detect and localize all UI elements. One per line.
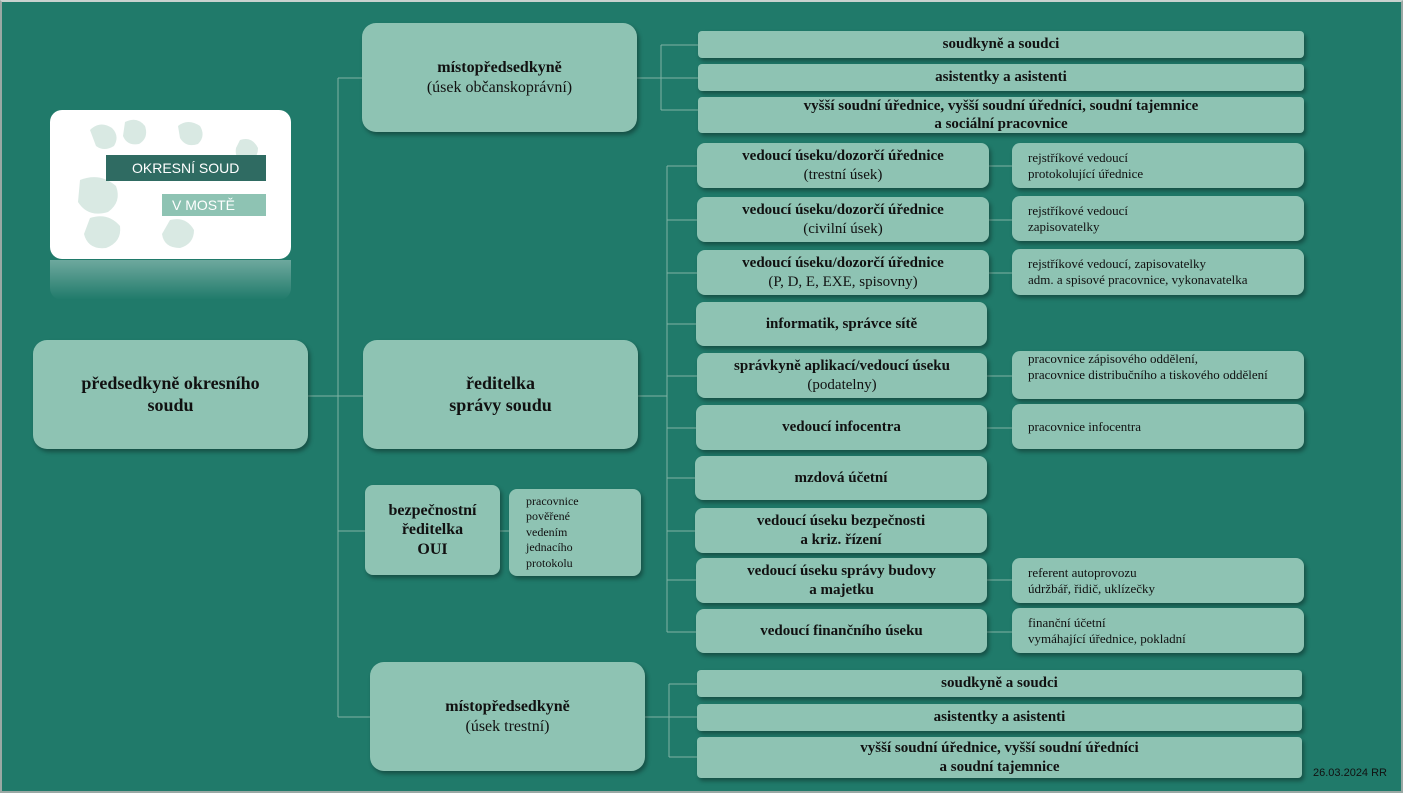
unit-title: vedoucí infocentra [782, 419, 901, 436]
node-court-president-label: předsedkyně okresního soudu [81, 372, 260, 415]
unit-title: vedoucí úseku/dozorčí úřednice [742, 148, 944, 165]
node-unit-finance: vedoucí finančního úseku [696, 609, 987, 653]
staff-line1: pracovnice infocentra [1028, 418, 1141, 434]
unit-subtitle: (trestní úsek) [803, 166, 883, 183]
node-staff-finance: finanční účetní vymáhající úřednice, pok… [1012, 608, 1304, 653]
staff-line2: adm. a spisové pracovnice, vykonavatelka [1028, 272, 1248, 287]
node-administration-director-line2: správy soudu [449, 394, 552, 415]
node-criminal-judges-label: soudkyně a soudci [941, 675, 1058, 692]
security-staff-line: vedením [526, 524, 568, 539]
node-civil-vice-president: místopředsedkyně (úsek občanskoprávní) [362, 23, 637, 132]
node-criminal-assistants-label: asistentky a asistenti [933, 709, 1066, 726]
court-logo: OKRESNÍ SOUD V MOSTĚ [50, 110, 291, 259]
node-court-president: předsedkyně okresního soudu [33, 340, 308, 449]
security-staff-line: pracovnice [526, 493, 579, 508]
node-security-staff: pracovnice pověřené vedením jednacího pr… [509, 489, 641, 576]
unit-title: vedoucí úseku/dozorčí úřednice [742, 255, 944, 272]
node-civil-vice-president-subtitle: (úsek občanskoprávní) [426, 78, 573, 96]
node-civil-officers-line1: vyšší soudní úřednice, vyšší soudní úřed… [803, 97, 1199, 114]
node-unit-civil-section: vedoucí úseku/dozorčí úřednice (civilní … [697, 197, 989, 242]
security-staff-line: protokolu [526, 555, 573, 570]
node-civil-assistants: asistentky a asistenti [698, 64, 1304, 91]
unit-title: vedoucí úseku/dozorčí úřednice [742, 202, 944, 219]
unit-title: vedoucí finančního úseku [760, 622, 923, 639]
node-administration-director: ředitelka správy soudu [363, 340, 638, 449]
node-staff-registries: rejstříkové vedoucí, zapisovatelky adm. … [1012, 249, 1304, 295]
unit-subtitle: (P, D, E, EXE, spisovny) [768, 273, 918, 290]
unit-title: správkyně aplikací/vedoucí úseku [734, 358, 950, 375]
node-civil-officers-line2: a sociální pracovnice [934, 116, 1068, 132]
node-civil-officers: vyšší soudní úřednice, vyšší soudní úřed… [698, 97, 1304, 133]
node-criminal-vice-president: místopředsedkyně (úsek trestní) [370, 662, 645, 771]
security-staff-line: pověřené [526, 509, 570, 524]
staff-line1: finanční účetní [1028, 614, 1106, 630]
staff-line2: zapisovatelky [1028, 218, 1100, 234]
unit-title: informatik, správce sítě [765, 315, 918, 332]
node-unit-registries: vedoucí úseku/dozorčí úřednice (P, D, E,… [697, 250, 989, 295]
node-unit-payroll: mzdová účetní [695, 456, 987, 500]
lion-emblem-icon [78, 119, 258, 249]
unit-subtitle: (civilní úsek) [803, 220, 883, 237]
node-criminal-officers: vyšší soudní úřednice, vyšší soudní úřed… [697, 737, 1302, 778]
node-criminal-assistants: asistentky a asistenti [697, 704, 1302, 731]
node-security-director-line2: ředitelka [401, 521, 464, 539]
staff-line1: referent autoprovozu [1028, 564, 1137, 580]
node-unit-criminal-section: vedoucí úseku/dozorčí úřednice (trestní … [697, 143, 989, 188]
node-criminal-officers-line1: vyšší soudní úřednice, vyšší soudní úřed… [860, 740, 1139, 757]
staff-line1: rejstříkové vedoucí [1028, 149, 1128, 165]
logo-reflection [50, 260, 291, 300]
node-staff-civil-section: rejstříkové vedoucí zapisovatelky [1012, 196, 1304, 241]
logo-line-2: V MOSTĚ [162, 194, 266, 216]
unit-subtitle: a majetku [809, 581, 874, 598]
logo-line-1: OKRESNÍ SOUD [106, 155, 266, 181]
node-security-director-line3: OUI [417, 540, 448, 558]
unit-title: vedoucí úseku správy budovy [747, 563, 936, 580]
node-civil-judges-label: soudkyně a soudci [942, 36, 1060, 53]
node-unit-security-crisis: vedoucí úseku bezpečnosti a kriz. řízení [695, 508, 987, 553]
node-criminal-officers-line2: a soudní tajemnice [939, 758, 1060, 775]
unit-title: vedoucí úseku bezpečnosti [756, 513, 926, 530]
node-staff-filing-office: pracovnice zápisového oddělení, pracovni… [1012, 351, 1304, 399]
node-civil-judges: soudkyně a soudci [698, 31, 1304, 58]
node-security-director-line1: bezpečnostní [388, 501, 477, 519]
node-criminal-judges: soudkyně a soudci [697, 670, 1302, 697]
unit-subtitle: a kriz. řízení [800, 531, 882, 548]
unit-title: mzdová účetní [794, 469, 888, 486]
node-unit-it: informatik, správce sítě [696, 302, 987, 346]
staff-line1: pracovnice zápisového oddělení, [1028, 351, 1199, 366]
node-staff-criminal-section: rejstříkové vedoucí protokolující úředni… [1012, 143, 1304, 188]
node-civil-assistants-label: asistentky a asistenti [935, 69, 1067, 86]
staff-line2: vymáhající úřednice, pokladní [1028, 630, 1186, 646]
staff-line1: rejstříkové vedoucí [1028, 202, 1128, 218]
node-security-director: bezpečnostní ředitelka OUI [365, 485, 500, 575]
date-stamp: 26.03.2024 RR [1313, 767, 1387, 779]
node-civil-vice-president-title: místopředsedkyně [437, 58, 562, 76]
staff-line2: údržbář, řidič, uklízečky [1028, 580, 1156, 596]
security-staff-line: jednacího [526, 540, 573, 555]
node-staff-building: referent autoprovozu údržbář, řidič, ukl… [1012, 558, 1304, 603]
node-criminal-vice-president-title: místopředsedkyně [445, 697, 570, 715]
staff-line2: pracovnice distribučního a tiskového odd… [1028, 366, 1268, 382]
unit-subtitle: (podatelny) [807, 376, 877, 393]
node-staff-infocentre: pracovnice infocentra [1012, 404, 1304, 449]
staff-line1: rejstříkové vedoucí, zapisovatelky [1028, 256, 1206, 272]
node-unit-infocentre: vedoucí infocentra [696, 405, 987, 450]
node-criminal-vice-president-subtitle: (úsek trestní) [465, 717, 550, 735]
staff-line2: protokolující úřednice [1028, 165, 1144, 181]
node-administration-director-line1: ředitelka [466, 372, 535, 393]
node-unit-building: vedoucí úseku správy budovy a majetku [696, 558, 987, 603]
node-unit-filing-office: správkyně aplikací/vedoucí úseku (podate… [697, 353, 987, 398]
